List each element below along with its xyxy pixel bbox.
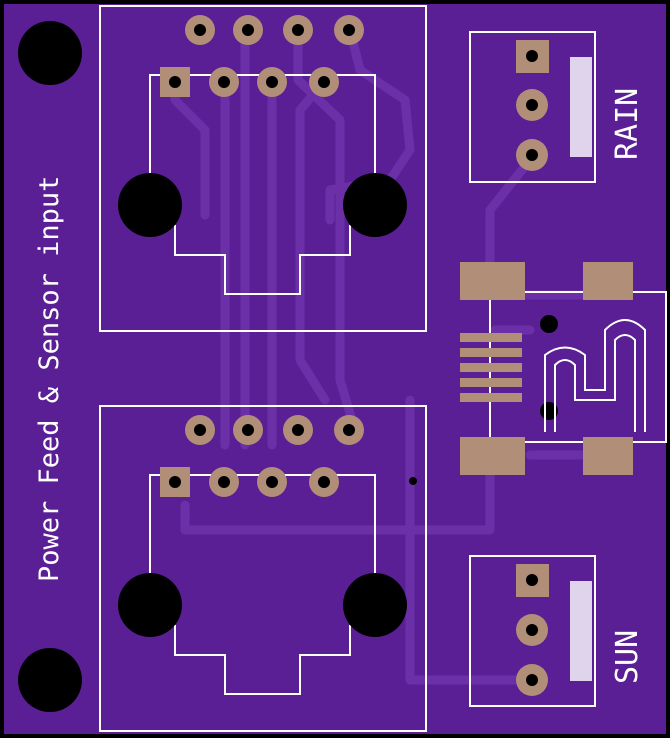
sun-header: SUN — [469, 555, 645, 707]
usb-hole-icon — [540, 315, 558, 333]
jack-hole-icon — [118, 173, 182, 237]
mini-usb-connector — [460, 262, 667, 475]
rain-header: RAIN — [469, 31, 645, 183]
via-icon — [409, 477, 417, 485]
mounting-hole-icon — [18, 648, 82, 712]
jack-hole-icon — [343, 573, 407, 637]
jack-pins — [160, 15, 364, 97]
copper-traces — [170, 25, 605, 685]
jack-hole-icon — [343, 173, 407, 237]
mounting-hole-icon — [18, 21, 82, 85]
board-title: Power Feed & Sensor input — [34, 176, 65, 582]
jack-pins — [160, 415, 364, 497]
rain-label: RAIN — [610, 88, 645, 160]
jack-hole-icon — [118, 573, 182, 637]
bottom-jack — [99, 405, 427, 732]
top-jack — [99, 5, 427, 332]
usb-pins — [460, 333, 522, 402]
sun-label: SUN — [610, 630, 645, 684]
